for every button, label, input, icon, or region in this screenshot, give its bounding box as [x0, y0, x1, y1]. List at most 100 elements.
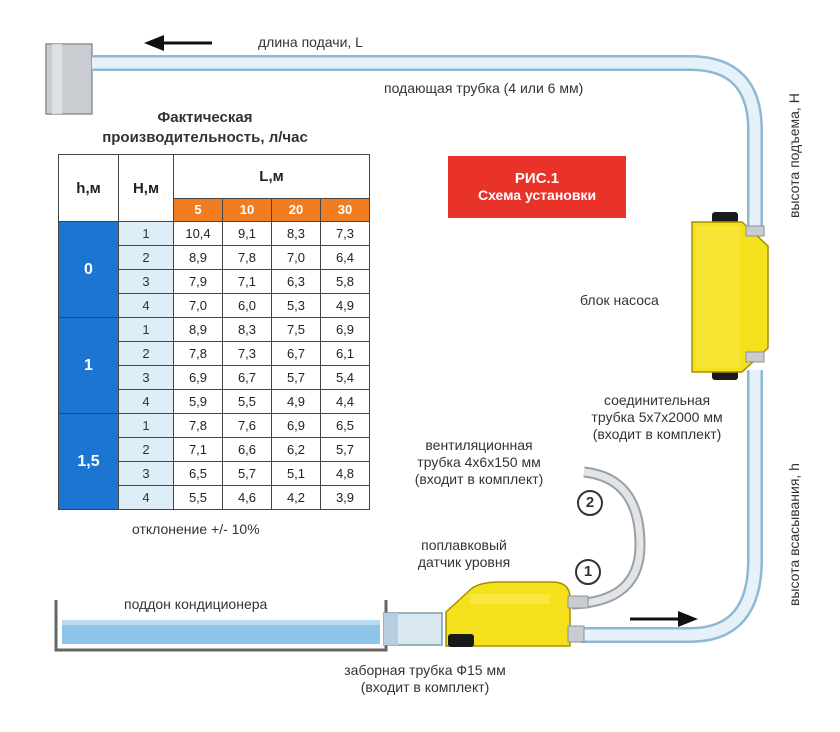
performance-title: Фактическая производительность, л/час	[102, 109, 308, 146]
table-cell: 5,7	[320, 437, 370, 462]
L-value: 30	[320, 197, 370, 223]
table-cell: 4,9	[320, 293, 370, 318]
table-cell: 7,0	[271, 245, 321, 270]
connecting-tube-label: соединительная трубка 5x7x2000 мм (входи…	[591, 392, 723, 442]
marker-2	[577, 490, 603, 516]
L-value: 20	[271, 197, 321, 223]
table-cell: 4,6	[222, 485, 272, 510]
suction-height-label: высота всасывания, h	[786, 463, 802, 606]
table-cell: 8,3	[271, 221, 321, 246]
L-value: 10	[222, 197, 272, 223]
table-cell: 7,5	[271, 317, 321, 342]
table-cell: 5,8	[320, 269, 370, 294]
H-value: 4	[118, 485, 174, 510]
table-cell: 3,9	[320, 485, 370, 510]
vent-tube-label: вентиляционная трубка 4x6x150 мм (входит…	[414, 437, 544, 487]
table-row: 3 6,5 5,7 5,1 4,8	[59, 461, 370, 486]
table-row: 3 7,9 7,1 6,3 5,8	[59, 269, 370, 294]
table-cell: 5,3	[271, 293, 321, 318]
table-row: 1 1 8,9 8,3 7,5 6,9	[58, 317, 370, 414]
table-cell: 5,4	[320, 365, 370, 390]
float-sensor-label: поплавковый датчик уровня	[417, 537, 511, 570]
table-row: 4 7,0 6,0 5,3 4,9	[59, 293, 370, 318]
H-value: 1	[118, 221, 174, 246]
table-cell: 6,4	[320, 245, 370, 270]
table-cell: 6,5	[320, 413, 370, 438]
table-cell: 7,3	[320, 221, 370, 246]
table-cell: 8,9	[173, 317, 223, 342]
table-cell: 5,5	[222, 389, 272, 414]
h-value: 1	[58, 317, 119, 414]
figure-badge: РИС.1 Схема установки	[448, 156, 626, 218]
table-cell: 8,9	[173, 245, 223, 270]
marker-1-label: 1	[583, 563, 593, 580]
table-cell: 4,4	[320, 389, 370, 414]
header-L: L,м	[173, 154, 370, 199]
pump-unit-label: блок насоса	[580, 292, 659, 308]
H-value: 2	[118, 245, 174, 270]
table-cell: 6,6	[222, 437, 272, 462]
table-cell: 6,9	[271, 413, 321, 438]
table-row: 2 7,1 6,6 6,2 5,7	[59, 437, 370, 462]
marker-1	[575, 559, 601, 585]
table-cell: 7,0	[173, 293, 223, 318]
H-value: 3	[118, 269, 174, 294]
header-h: h,м	[58, 154, 119, 222]
table-cell: 5,7	[222, 461, 272, 486]
H-value: 2	[118, 437, 174, 462]
supply-length-label: длина подачи, L	[258, 34, 363, 50]
table-cell: 6,1	[320, 341, 370, 366]
table-cell: 7,8	[173, 413, 223, 438]
table-cell: 9,1	[222, 221, 272, 246]
table-cell: 6,7	[222, 365, 272, 390]
table-cell: 8,3	[222, 317, 272, 342]
table-cell: 7,1	[173, 437, 223, 462]
header-H: Н,м	[118, 154, 174, 222]
H-value: 4	[118, 293, 174, 318]
table-cell: 4,2	[271, 485, 321, 510]
supply-tube-label: подающая трубка (4 или 6 мм)	[384, 80, 584, 96]
table-cell: 4,8	[320, 461, 370, 486]
table-cell: 6,9	[320, 317, 370, 342]
L-value: 5	[173, 197, 223, 223]
arrow-right-icon	[630, 611, 698, 627]
H-value: 1	[118, 317, 174, 342]
table-cell: 6,7	[271, 341, 321, 366]
figure-title: РИС.1	[514, 170, 560, 187]
H-value: 3	[118, 365, 174, 390]
table-row: 2 8,9 7,8 7,0 6,4	[59, 245, 370, 270]
deviation-note: отклонение +/- 10%	[132, 521, 260, 537]
pump-unit	[691, 212, 769, 380]
table-cell: 5,1	[271, 461, 321, 486]
table-cell: 5,7	[271, 365, 321, 390]
H-value: 1	[118, 413, 174, 438]
tray-label: поддон кондиционера	[124, 596, 268, 612]
performance-table: h,м Н,м L,м 5 10 20 30 0 1 10,4 9,1 8,3 …	[58, 154, 370, 510]
H-value: 2	[118, 341, 174, 366]
table-row: 4 5,5 4,6 4,2 3,9	[59, 485, 370, 510]
h-value: 1,5	[58, 413, 119, 510]
table-row: 0 1 10,4 9,1 8,3 7,3	[58, 221, 370, 318]
table-row: 4 5,9 5,5 4,9 4,4	[59, 389, 370, 414]
H-value: 3	[118, 461, 174, 486]
intake-tube-label: заборная трубка Ф15 мм (входит в комплек…	[344, 662, 506, 695]
arrow-left-icon	[144, 35, 212, 51]
table-row: 1,5 1 7,8 7,6 6,9 6,5	[58, 413, 370, 510]
table-cell: 5,5	[173, 485, 223, 510]
table-cell: 10,4	[173, 221, 223, 246]
table-cell: 5,9	[173, 389, 223, 414]
table-cell: 7,8	[173, 341, 223, 366]
table-cell: 7,1	[222, 269, 272, 294]
table-cell: 7,3	[222, 341, 272, 366]
table-cell: 6,9	[173, 365, 223, 390]
table-cell: 7,9	[173, 269, 223, 294]
table-cell: 7,8	[222, 245, 272, 270]
table-cell: 7,6	[222, 413, 272, 438]
h-value: 0	[58, 221, 119, 318]
H-value: 4	[118, 389, 174, 414]
table-cell: 6,2	[271, 437, 321, 462]
figure-subtitle: Схема установки	[477, 187, 597, 203]
lift-height-label: высота подъема, H	[786, 93, 802, 218]
ac-tray	[54, 600, 388, 652]
